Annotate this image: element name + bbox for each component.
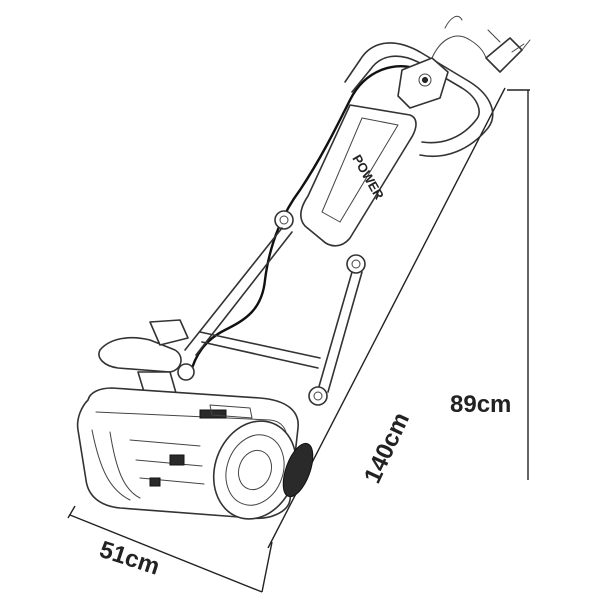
handle-shaft: POWER	[299, 104, 417, 247]
height-dimension	[507, 89, 530, 480]
handle-knob-lower	[308, 386, 328, 406]
length-label: 140cm	[359, 408, 415, 487]
width-label: 51cm	[96, 536, 163, 581]
snow-thrower-illustration: POWER	[76, 15, 531, 520]
handle-knob-upper	[274, 210, 294, 230]
handle-knob-middle	[346, 254, 366, 274]
cross-bar	[199, 331, 321, 369]
width-dimension	[67, 505, 273, 593]
discharge-chute	[98, 319, 195, 406]
height-label: 89cm	[450, 391, 511, 418]
upper-handle	[359, 42, 494, 157]
lower-handle-right	[317, 271, 363, 393]
plug-icon	[431, 15, 531, 73]
side-wheel	[212, 420, 314, 520]
lower-handle-left	[184, 227, 293, 356]
